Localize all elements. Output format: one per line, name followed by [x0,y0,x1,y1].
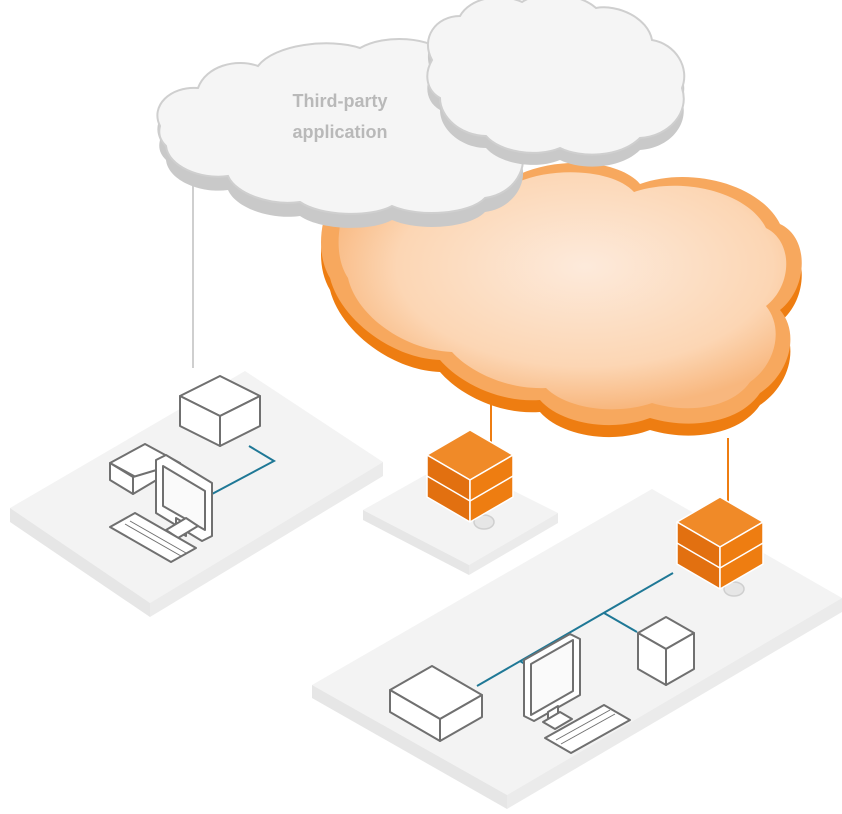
cloud-label-line1: Third-party [292,91,387,111]
monitor-icon [155,454,213,542]
keyboard-icon [544,704,631,754]
server-icon [179,375,261,447]
cube-icon [637,616,695,686]
server-icon [389,665,483,742]
link-teal-left [211,445,277,495]
firewall-appliance-icon [676,496,764,597]
third-party-cloud-icon: Third-party application [156,0,686,228]
keyboard-icon [109,512,197,563]
cloud-label-line2: application [292,122,387,142]
orange-cloud-icon [321,161,802,438]
monitor-icon [523,633,581,730]
firewall-appliance-icon [426,429,514,530]
